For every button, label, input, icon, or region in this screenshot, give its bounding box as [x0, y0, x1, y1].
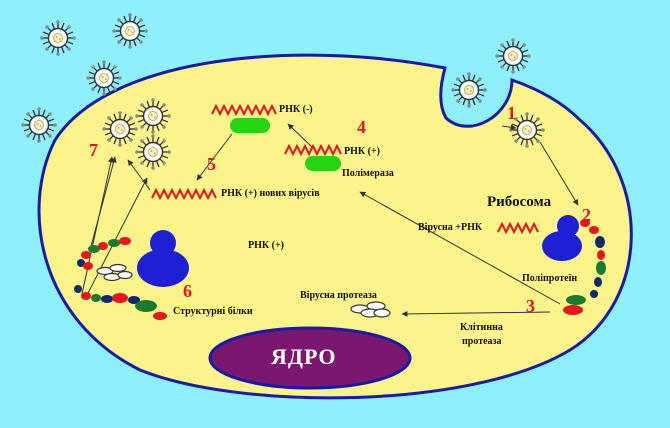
arrow [127, 159, 151, 191]
label-viral-protease: Вірусна протеаза [300, 290, 377, 301]
rna-minus-strand [211, 103, 277, 117]
rna-new-viruses [151, 187, 217, 201]
arrow [196, 133, 233, 181]
step-number-6: 6 [183, 281, 192, 301]
arrow [85, 177, 148, 298]
arrow [81, 156, 114, 295]
label-polyprotein: Поліпротеїн [522, 273, 578, 284]
cell-membrane [37, 53, 633, 400]
arrow [539, 141, 579, 206]
virion-icon [20, 106, 58, 144]
virion-icon [39, 19, 77, 57]
polyprotein-chain [563, 219, 606, 315]
virion-icon [494, 37, 532, 75]
virion-icon [111, 12, 149, 50]
ribosome-icon [542, 215, 582, 261]
step-number-3: 3 [526, 296, 535, 316]
label-viral-rna: Вірусна +РНК [418, 222, 483, 233]
label-rna-plus-center: РНК (+) [248, 240, 284, 251]
ribosome-icon [137, 230, 189, 287]
arrow [401, 310, 551, 317]
step-number-5: 5 [207, 154, 216, 174]
label-cellular-protease-2: протеаза [462, 336, 502, 347]
label-rna-minus: РНК (-) [279, 104, 313, 115]
arrow [287, 123, 314, 149]
label-polymerase: Полімераза [342, 168, 394, 179]
arrow [359, 191, 561, 305]
polymerase-enzyme [230, 118, 270, 133]
viral-protease [350, 301, 391, 318]
viral-rna-strand [497, 221, 539, 235]
arrow [501, 124, 517, 131]
arrow [89, 156, 117, 251]
virion-icon [450, 71, 488, 109]
structural-protein-chain [74, 237, 167, 320]
label-structural-proteins: Структурні білки [173, 306, 253, 317]
label-nucleus: ЯДРО [271, 344, 337, 369]
step-number-2: 2 [582, 205, 591, 225]
label-cellular-protease-1: Клітинна [460, 322, 503, 333]
rna-plus-strand [284, 143, 342, 157]
step-number-7: 7 [89, 140, 98, 160]
step-number-4: 4 [357, 117, 366, 137]
nucleus [208, 326, 412, 390]
step-number-1: 1 [507, 103, 516, 123]
label-rna-new-viruses: РНК (+) нових вірусів [221, 188, 320, 199]
label-rna-plus-top: РНК (+) [344, 146, 380, 157]
polymerase-enzyme [305, 156, 341, 171]
label-ribosome: Рибосома [487, 194, 552, 210]
protease-ovals [96, 263, 133, 282]
